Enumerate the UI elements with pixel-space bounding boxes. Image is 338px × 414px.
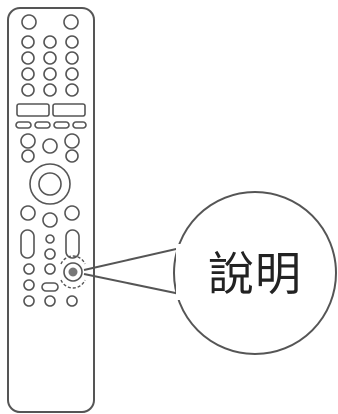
mute-button[interactable]	[45, 234, 55, 244]
number-button[interactable]	[21, 51, 35, 65]
number-pad	[21, 35, 79, 97]
small-button[interactable]	[23, 295, 35, 307]
number-button[interactable]	[65, 83, 79, 97]
small-button[interactable]	[44, 263, 56, 275]
channel-rocker[interactable]	[65, 229, 80, 259]
small-button[interactable]	[23, 279, 35, 291]
number-button[interactable]	[65, 35, 79, 49]
number-button[interactable]	[43, 83, 57, 97]
control-button[interactable]	[64, 133, 80, 149]
number-button[interactable]	[43, 67, 57, 81]
small-button[interactable]	[44, 295, 56, 307]
control-button[interactable]	[21, 149, 35, 163]
number-button[interactable]	[65, 67, 79, 81]
number-button[interactable]	[43, 51, 57, 65]
callout-label: 說明	[208, 247, 302, 301]
small-button[interactable]	[23, 263, 35, 275]
menu-button[interactable]	[64, 205, 80, 221]
number-button[interactable]	[21, 83, 35, 97]
wide-button-left[interactable]	[16, 103, 50, 117]
number-button[interactable]	[21, 35, 35, 49]
highlighted-help-button[interactable]	[60, 255, 86, 289]
color-button[interactable]	[15, 121, 32, 129]
home-button[interactable]	[42, 138, 58, 154]
small-button[interactable]	[44, 248, 56, 260]
control-button[interactable]	[42, 212, 58, 228]
small-pill-button[interactable]	[41, 282, 59, 292]
callout-bubble	[173, 191, 337, 355]
number-button[interactable]	[43, 35, 57, 49]
callout-pointer	[83, 246, 186, 296]
control-button[interactable]	[65, 149, 79, 163]
number-button[interactable]	[65, 51, 79, 65]
volume-rocker[interactable]	[20, 229, 35, 259]
control-button[interactable]	[20, 133, 36, 149]
small-button[interactable]	[66, 295, 78, 307]
wide-button-right[interactable]	[52, 103, 86, 117]
color-button[interactable]	[53, 121, 70, 129]
color-button[interactable]	[72, 121, 87, 129]
dpad-center-button[interactable]	[38, 172, 62, 196]
number-button[interactable]	[21, 67, 35, 81]
back-button[interactable]	[20, 205, 36, 221]
input-button[interactable]	[63, 14, 79, 30]
power-button[interactable]	[21, 14, 37, 30]
color-button[interactable]	[34, 121, 51, 129]
